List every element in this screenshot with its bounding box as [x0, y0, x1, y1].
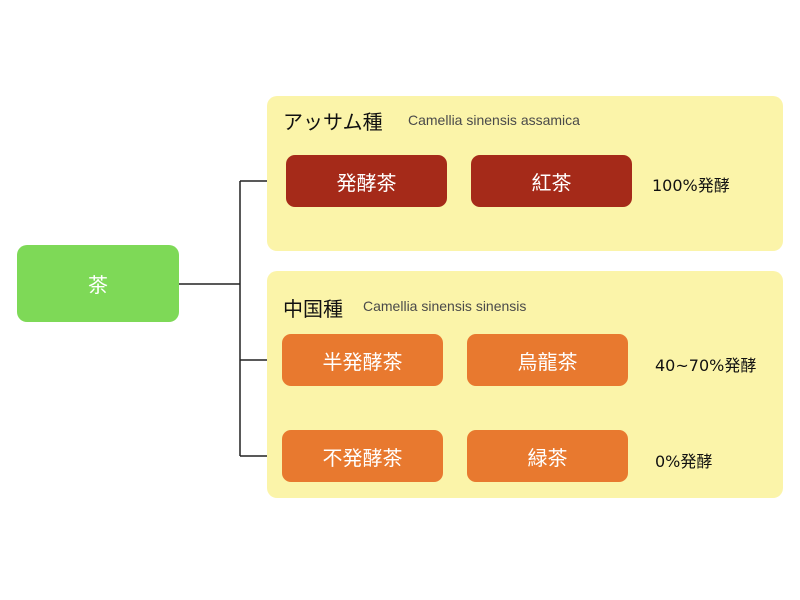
sinensis-latin-name: Camellia sinensis sinensis — [363, 298, 527, 314]
root-node-tea: 茶 — [17, 245, 179, 322]
node-unfermented-tea: 不発酵茶 — [282, 430, 443, 482]
root-node-label: 茶 — [88, 273, 108, 297]
assamica-title: アッサム種 — [283, 110, 383, 134]
node-semi-fermented-tea: 半発酵茶 — [282, 334, 443, 386]
node-fermented-tea-label: 発酵茶 — [336, 170, 397, 195]
node-semi-fermented-tea-label: 半発酵茶 — [322, 349, 403, 374]
node-fermented-tea: 発酵茶 — [286, 155, 447, 207]
node-unfermented-tea-label: 不発酵茶 — [322, 445, 403, 470]
note-oolong-fermentation: 40~70%発酵 — [655, 356, 757, 375]
assamica-latin-name: Camellia sinensis assamica — [408, 112, 580, 128]
note-green-tea-fermentation: 0%発酵 — [655, 452, 713, 471]
node-black-tea: 紅茶 — [471, 155, 632, 207]
note-black-tea-fermentation: 100%発酵 — [652, 176, 730, 195]
node-oolong-tea-label: 烏龍茶 — [517, 349, 578, 374]
sinensis-title: 中国種 — [283, 297, 343, 321]
node-green-tea: 緑茶 — [467, 430, 628, 482]
node-black-tea-label: 紅茶 — [531, 170, 572, 195]
node-oolong-tea: 烏龍茶 — [467, 334, 628, 386]
node-green-tea-label: 緑茶 — [527, 445, 568, 470]
